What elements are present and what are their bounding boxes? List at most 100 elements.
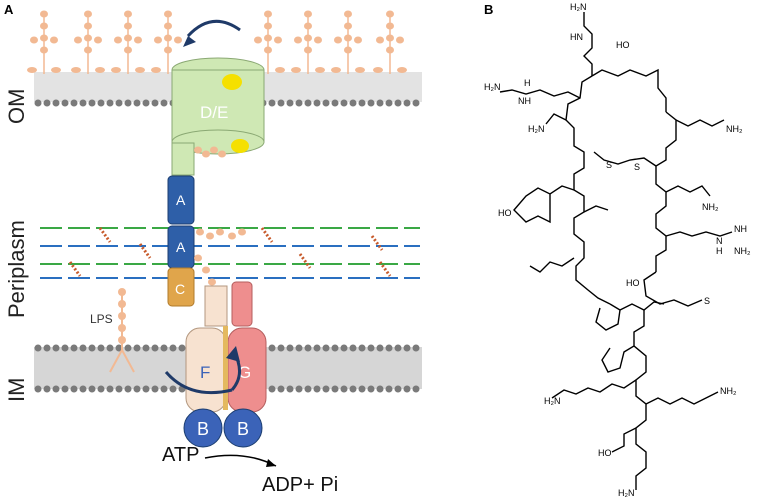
lpta-bridge: A A	[167, 175, 195, 269]
im-lipid-head	[142, 385, 150, 393]
lps-sugar	[386, 22, 394, 30]
im-lipid-head	[349, 344, 357, 352]
im-lipid-head	[97, 344, 105, 352]
om-lipid-head	[268, 99, 276, 107]
om-lipid-head	[286, 99, 294, 107]
atom-h2n-lys2: H₂N	[544, 396, 561, 406]
panel-b-letter: B	[484, 2, 494, 17]
im-lipid-head	[142, 344, 150, 352]
im-lipid-head	[331, 344, 339, 352]
om-lipid-head	[115, 99, 123, 107]
im-lipid-head	[79, 344, 87, 352]
atom-s-met: S	[704, 296, 710, 306]
om-lipid-head	[295, 99, 303, 107]
om-lipid-head	[358, 99, 366, 107]
lptf-g-interface	[223, 326, 228, 410]
lps-sugar	[124, 34, 132, 42]
im-lipid-head	[304, 385, 312, 393]
lps-sugar	[164, 10, 172, 18]
lps-sugar	[294, 36, 302, 44]
lps-lipid	[355, 67, 365, 73]
atom-nh2-lys1: NH₂	[726, 124, 743, 134]
im-lipid-head	[385, 344, 393, 352]
im-lps-molecule	[109, 288, 135, 373]
om-lipid-head	[133, 99, 141, 107]
lps-sugar	[396, 36, 404, 44]
im-lipid-head	[133, 385, 141, 393]
im-lipid-head	[349, 385, 357, 393]
atom-ho-met: HO	[626, 278, 640, 288]
lps-sugar	[40, 34, 48, 42]
lps-sugar	[202, 266, 210, 274]
peptide-structure: H₂N HN HO NH₂ H₂N NH H H₂N S S HO NH₂ NH…	[484, 2, 751, 498]
om-lipid-head	[124, 99, 132, 107]
lps-label: LPS	[90, 312, 113, 326]
im-lipid-head	[367, 344, 375, 352]
lps-lipid	[71, 67, 81, 73]
lptd-n-domain	[171, 142, 195, 176]
om-lipid-head	[403, 99, 411, 107]
peptide-crosslink	[298, 253, 312, 269]
lps-sugar	[264, 46, 272, 54]
im-lipid-head	[286, 344, 294, 352]
lps-sugar	[386, 46, 394, 54]
lptb-1	[183, 408, 223, 448]
im-lipid-head	[97, 385, 105, 393]
atom-s1: S	[606, 160, 612, 170]
im-lipid-head	[277, 344, 285, 352]
im-lipid-head	[106, 385, 114, 393]
im-lipid-head	[277, 385, 285, 393]
im-lipid-head	[322, 385, 330, 393]
im-lipid-head	[124, 385, 132, 393]
im-lipid-head	[367, 385, 375, 393]
im-lipid-head	[52, 344, 60, 352]
lps-sugar	[344, 46, 352, 54]
lps-sugar	[134, 36, 142, 44]
lps-sugar	[208, 278, 216, 286]
im-lipid-head	[268, 344, 276, 352]
lps-sugar	[84, 10, 92, 18]
lptg-periplasmic	[231, 281, 253, 327]
lps-lipid	[373, 67, 383, 73]
lps-sugar	[40, 10, 48, 18]
im-lipid-head	[295, 385, 303, 393]
lps-lipid	[135, 67, 145, 73]
lptde-label: D/E	[200, 103, 228, 122]
atom-h2n-arg1: H₂N	[484, 82, 501, 92]
im-lipid-head	[151, 344, 159, 352]
om-lipid-head	[367, 99, 375, 107]
im-lipid-head	[160, 385, 168, 393]
im-lipid-head	[313, 344, 321, 352]
lps-sugar	[334, 36, 342, 44]
atom-nh2-gln: NH₂	[702, 202, 719, 212]
lps-sugar	[254, 36, 262, 44]
peptide-crosslink	[68, 261, 82, 277]
atom-nh-arg1: NH	[518, 96, 531, 106]
lps-sugar	[40, 22, 48, 30]
lps-sugar	[154, 36, 162, 44]
lps-sugar	[238, 228, 246, 236]
lps-sugar	[386, 34, 394, 42]
om-lipid-head	[340, 99, 348, 107]
peptide-crosslink	[260, 227, 274, 243]
im-lipid-head	[286, 385, 294, 393]
im-lipid-head	[340, 344, 348, 352]
atom-ho-tyr: HO	[498, 208, 512, 218]
lps-sugar	[194, 146, 202, 154]
om-lipid-head	[43, 99, 51, 107]
im-lipid-head	[34, 344, 42, 352]
lpte-lipoprotein	[222, 74, 242, 90]
atom-nh-arg2: NH	[734, 224, 747, 234]
om-lipid-head	[70, 99, 78, 107]
im-lipid-head	[322, 344, 330, 352]
om-lipid-head	[79, 99, 87, 107]
lptb-2-label: B	[237, 419, 249, 439]
atom-ho-ser: HO	[598, 448, 612, 458]
atom-h2n-top: H₂N	[570, 2, 587, 12]
lps-in-transit	[194, 146, 246, 286]
atom-h-arg1: H	[524, 78, 531, 88]
lps-sugar	[94, 36, 102, 44]
im-lipid-head	[385, 385, 393, 393]
im-lipid-head	[151, 385, 159, 393]
atom-ho-thr: HO	[616, 40, 630, 50]
